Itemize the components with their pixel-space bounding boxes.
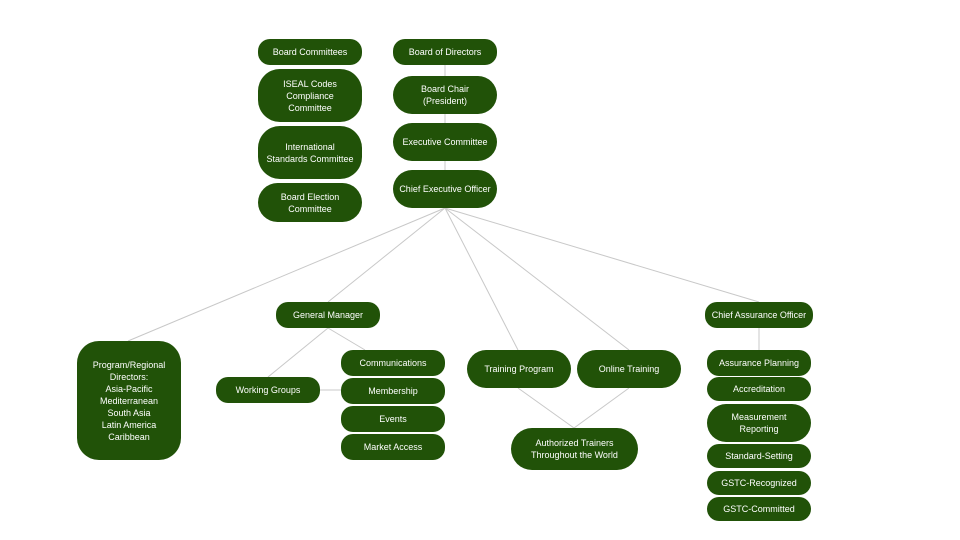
training-program-node: Training Program xyxy=(467,350,571,388)
regional-directors-node: Program/Regional Directors: Asia-Pacific… xyxy=(77,341,181,460)
connector-gm-communications xyxy=(327,327,366,351)
connector-ceo-general-manager xyxy=(327,207,446,303)
connector-online-trainers xyxy=(573,387,630,429)
connector-training-trainers xyxy=(517,387,575,429)
international-standards-committee-node: International Standards Committee xyxy=(258,126,362,179)
chief-assurance-officer-node: Chief Assurance Officer xyxy=(705,302,813,328)
connector-gm-working-groups xyxy=(267,327,329,378)
executive-committee-node: Executive Committee xyxy=(393,123,497,161)
online-training-node: Online Training xyxy=(577,350,681,388)
working-groups-node: Working Groups xyxy=(216,377,320,403)
board-committees-node: Board Committees xyxy=(258,39,362,65)
general-manager-node: General Manager xyxy=(276,302,380,328)
membership-node: Membership xyxy=(341,378,445,404)
market-access-node: Market Access xyxy=(341,434,445,460)
connector-ceo-regional xyxy=(127,207,446,342)
connector-ceo-assurance xyxy=(444,207,760,303)
standard-setting-node: Standard-Setting xyxy=(707,444,811,468)
board-of-directors-node: Board of Directors xyxy=(393,39,497,65)
connector-ceo-training-program xyxy=(444,207,519,351)
iseal-committee-node: ISEAL Codes Compliance Committee xyxy=(258,69,362,122)
accreditation-node: Accreditation xyxy=(707,377,811,401)
measurement-reporting-node: Measurement Reporting xyxy=(707,404,811,442)
events-node: Events xyxy=(341,406,445,432)
chief-executive-officer-node: Chief Executive Officer xyxy=(393,170,497,208)
authorized-trainers-node: Authorized Trainers Throughout the World xyxy=(511,428,638,470)
gstc-committed-node: GSTC-Committed xyxy=(707,497,811,521)
board-chair-node: Board Chair (President) xyxy=(393,76,497,114)
gstc-recognized-node: GSTC-Recognized xyxy=(707,471,811,495)
board-election-committee-node: Board Election Committee xyxy=(258,183,362,222)
communications-node: Communications xyxy=(341,350,445,376)
connector-ceo-online-training xyxy=(444,207,630,351)
assurance-planning-node: Assurance Planning xyxy=(707,350,811,376)
